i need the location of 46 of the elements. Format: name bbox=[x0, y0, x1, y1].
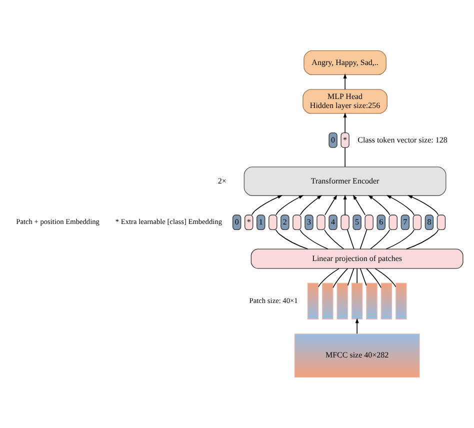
connector bbox=[346, 229, 354, 250]
connector bbox=[318, 268, 340, 288]
connector bbox=[275, 230, 308, 250]
picture bbox=[307, 282, 319, 320]
connector bbox=[356, 268, 358, 284]
node-box bbox=[268, 214, 278, 230]
connector bbox=[386, 229, 415, 250]
connector bbox=[300, 229, 328, 250]
connector bbox=[344, 147, 346, 168]
picture bbox=[322, 282, 334, 320]
node-box bbox=[388, 214, 398, 230]
label: Patch + position Embedding bbox=[16, 217, 100, 226]
arrow bbox=[355, 318, 359, 334]
node-box bbox=[412, 214, 422, 230]
connector bbox=[374, 268, 396, 288]
connector bbox=[366, 268, 382, 288]
connector bbox=[360, 268, 367, 286]
arrow bbox=[324, 194, 338, 216]
connector bbox=[406, 230, 439, 250]
picture bbox=[351, 282, 363, 320]
connector bbox=[360, 229, 368, 250]
picture bbox=[366, 282, 378, 320]
arrow bbox=[352, 194, 366, 216]
arrow bbox=[343, 112, 347, 134]
connector bbox=[324, 229, 344, 250]
label: Patch size: 40×1 bbox=[249, 296, 298, 306]
arrow bbox=[343, 194, 347, 216]
picture bbox=[395, 282, 407, 320]
arrow bbox=[300, 195, 322, 216]
arrow bbox=[276, 195, 304, 216]
arrow bbox=[368, 195, 390, 216]
connector bbox=[370, 229, 390, 250]
picture bbox=[336, 282, 348, 320]
node-box bbox=[292, 214, 302, 230]
label: * Extra learnable [class] Embedding bbox=[115, 217, 222, 226]
arrow bbox=[343, 74, 347, 90]
node-box bbox=[340, 214, 350, 230]
arrow bbox=[386, 195, 415, 216]
arrow bbox=[251, 195, 283, 216]
picture bbox=[380, 282, 392, 320]
connector bbox=[347, 268, 354, 286]
node-box bbox=[436, 214, 446, 230]
node-box bbox=[316, 214, 326, 230]
node-box bbox=[364, 214, 374, 230]
arrow bbox=[408, 195, 439, 216]
connector bbox=[332, 268, 348, 288]
